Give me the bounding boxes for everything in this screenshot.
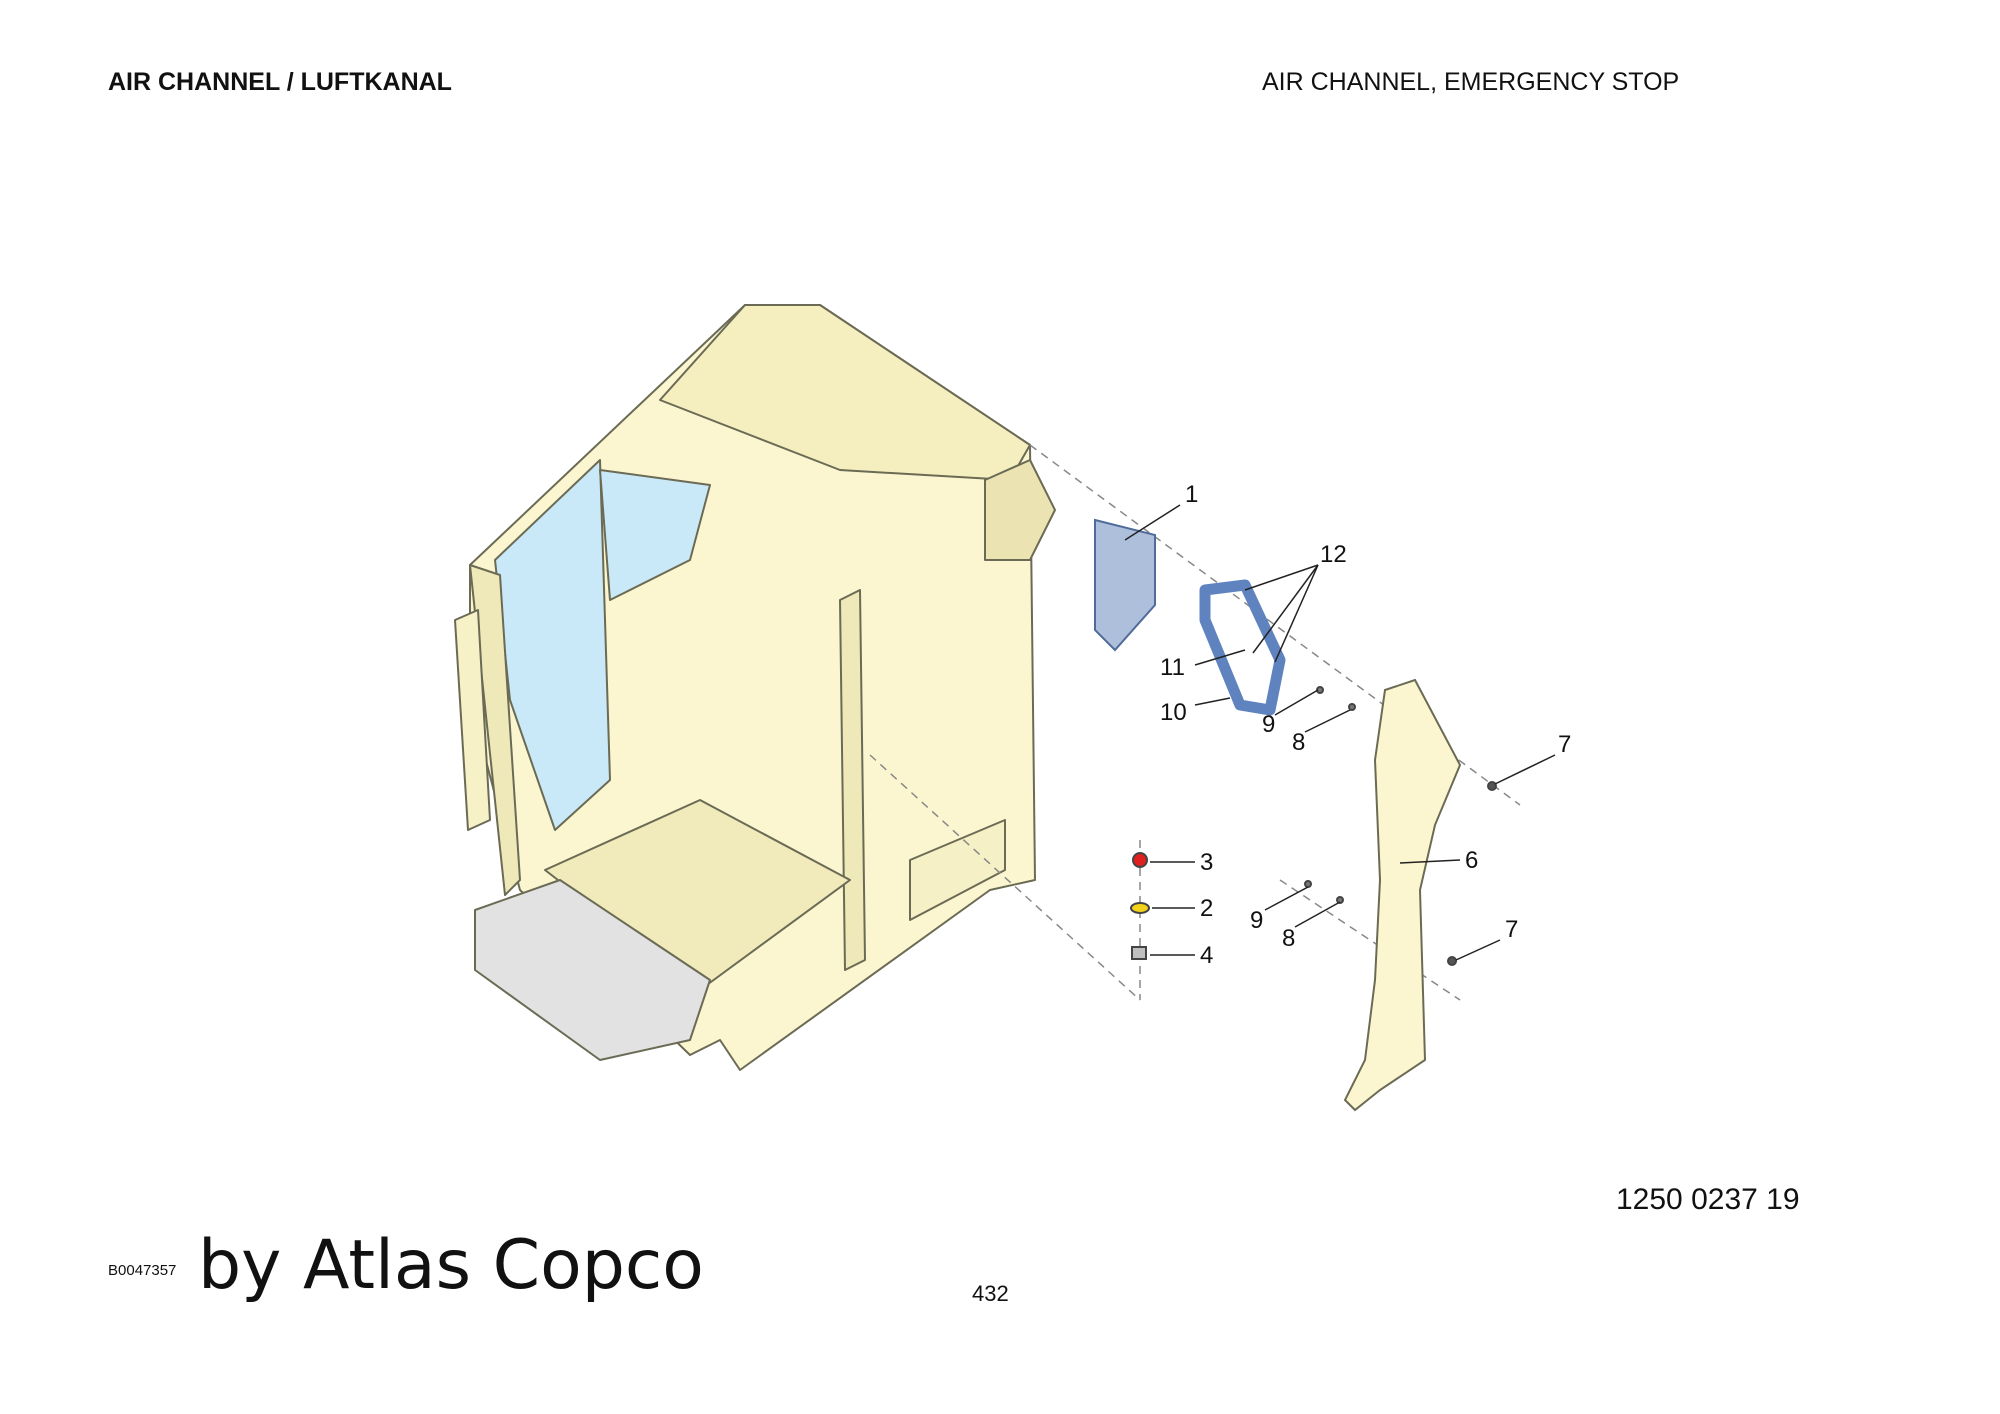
- part-2-washer: [1130, 902, 1150, 914]
- door-handle: [454, 609, 491, 831]
- part-8-washer-upper: [1348, 703, 1356, 711]
- callout-2: 2: [1200, 895, 1213, 922]
- part-1-cover-panel: [1094, 518, 1156, 652]
- image-code: B0047357: [108, 1262, 177, 1279]
- part-4-nut: [1131, 946, 1147, 960]
- door-frame: [469, 564, 521, 896]
- part-3-emergency-stop-button: [1132, 852, 1148, 868]
- callout-9-upper: 9: [1262, 711, 1275, 738]
- callout-6: 6: [1465, 847, 1478, 874]
- callout-8-upper: 8: [1292, 729, 1305, 756]
- part-8-washer-lower: [1336, 896, 1344, 904]
- callout-3: 3: [1200, 849, 1213, 876]
- callout-12: 12: [1320, 541, 1347, 568]
- cab-rear-vent: [984, 459, 1056, 561]
- callout-9-lower: 9: [1250, 907, 1263, 934]
- rear-panel: [909, 819, 1006, 921]
- callout-1: 1: [1185, 481, 1198, 508]
- section-title: AIR CHANNEL, EMERGENCY STOP: [1262, 68, 1680, 96]
- part-7-screw-lower: [1447, 956, 1457, 966]
- page-number: 432: [972, 1281, 1009, 1306]
- callout-8-lower: 8: [1282, 925, 1295, 952]
- part-6-air-channel: [1343, 678, 1462, 1112]
- callout-11: 11: [1160, 654, 1185, 681]
- callout-7-upper: 7: [1558, 731, 1571, 758]
- step-plate: [474, 879, 711, 1061]
- callout-4: 4: [1200, 942, 1213, 969]
- rear-window-glass: [599, 469, 711, 601]
- part-10-gasket-frame: [1199, 579, 1286, 716]
- part-7-screw-upper: [1487, 781, 1497, 791]
- center-pillar: [839, 589, 866, 971]
- brand-text: by Atlas Copco: [198, 1226, 704, 1305]
- part-9-screw-lower: [1304, 880, 1312, 888]
- part-number: 1250 0237 19: [1616, 1183, 1800, 1216]
- page-title: AIR CHANNEL / LUFTKANAL: [108, 68, 452, 96]
- callout-7-lower: 7: [1505, 916, 1518, 943]
- callout-10: 10: [1160, 699, 1187, 726]
